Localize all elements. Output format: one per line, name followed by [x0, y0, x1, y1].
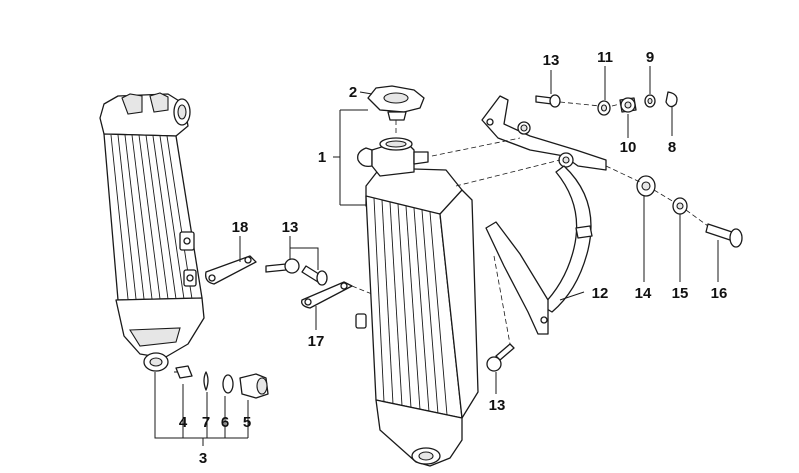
- bracket-18: [205, 255, 257, 285]
- support-bracket-12: [481, 95, 607, 335]
- callout-10: 10: [620, 139, 637, 156]
- callout-9: 9: [646, 49, 654, 66]
- drain-screw-4: [174, 365, 193, 379]
- rubber-mount-11: [597, 100, 611, 116]
- washer-9: [644, 94, 656, 108]
- left-radiator: [99, 92, 205, 372]
- spacer-sleeve-10: [619, 97, 637, 113]
- center-radiator: [355, 137, 479, 467]
- callout-7: 7: [202, 414, 210, 431]
- callout-14: 14: [635, 285, 652, 302]
- bolt-13-mid-b: [301, 265, 328, 286]
- bolt-13-bottom: [486, 343, 515, 372]
- callout-2: 2: [349, 84, 357, 101]
- bolt-13-mid-a: [265, 258, 300, 274]
- callout-12: 12: [592, 285, 609, 302]
- seal-ring-7: [203, 371, 209, 391]
- callout-13-top: 13: [543, 52, 560, 69]
- callout-13-mid: 13: [282, 219, 299, 236]
- callout-5: 5: [243, 414, 251, 431]
- callout-labels: 1 2 3 4 7 6 5 13 11 9 10 8 12 14 15 16 1…: [179, 49, 728, 467]
- leader-lines: [154, 66, 719, 446]
- bolt-13-top: [535, 94, 561, 108]
- callout-16: 16: [711, 285, 728, 302]
- alignment-lines: [431, 101, 709, 345]
- callout-11: 11: [597, 49, 613, 66]
- washer-15: [672, 197, 688, 215]
- seal-ring-6: [222, 374, 234, 394]
- callout-18: 18: [232, 219, 249, 236]
- bracket-17: [301, 281, 373, 309]
- callout-6: 6: [221, 414, 229, 431]
- temperature-sensor-5: [239, 373, 269, 399]
- callout-15: 15: [672, 285, 689, 302]
- clip-8: [665, 91, 678, 108]
- callout-13-bottom: 13: [489, 397, 506, 414]
- callout-17: 17: [308, 333, 325, 350]
- callout-1: 1: [318, 149, 326, 166]
- callout-4: 4: [179, 414, 188, 431]
- callout-8: 8: [668, 139, 676, 156]
- bolt-16: [705, 223, 743, 248]
- radiator-cap-2: [367, 85, 425, 136]
- rubber-mount-14: [636, 175, 656, 197]
- callout-3: 3: [199, 450, 207, 467]
